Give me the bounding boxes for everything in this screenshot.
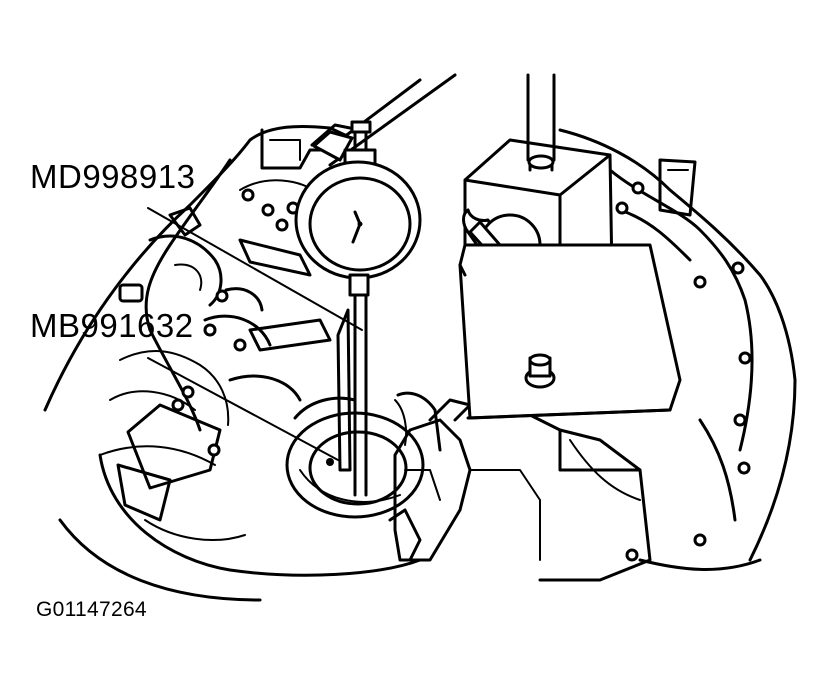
dial-gauge: [294, 120, 422, 297]
gauge-stem: [336, 293, 442, 497]
case-flange-right: [453, 128, 797, 582]
case-lower-center: [388, 398, 541, 562]
transmission-case: [43, 124, 422, 602]
mounting-plate: [458, 243, 682, 420]
support-rod: [526, 73, 556, 162]
gauge-holder-callout: MB991632: [30, 307, 194, 344]
figure-id: G01147264: [36, 598, 147, 621]
dial-gauge-callout: MD998913: [30, 158, 196, 195]
leader-lines: [147, 207, 363, 461]
holder-arm: [310, 73, 457, 167]
